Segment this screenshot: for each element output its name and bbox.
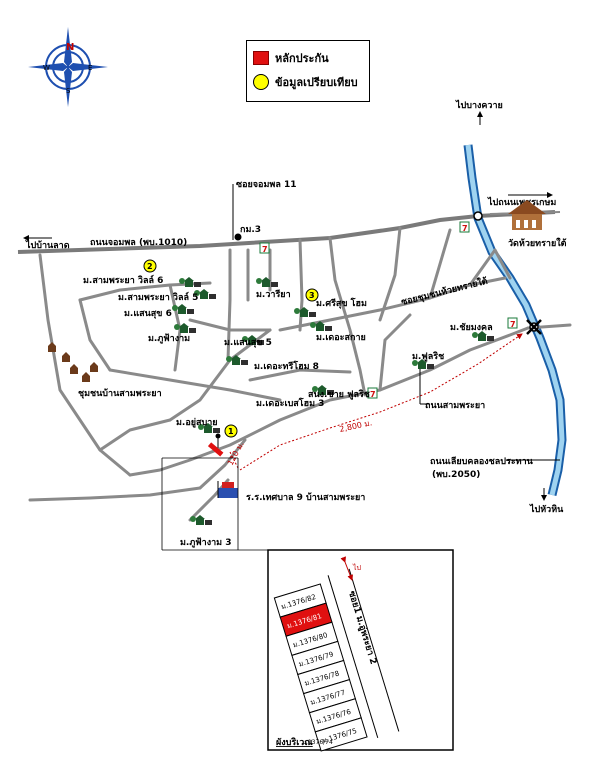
label-wariya: ม.วารียา — [256, 289, 291, 300]
label-saensuk5: ม.แสนสุข 5 — [224, 338, 272, 348]
collateral-swatch-icon — [253, 51, 269, 65]
legend-comparison: ข้อมูลเปรียบเทียบ — [253, 73, 358, 91]
label-canal-road-code: (พบ.2050) — [432, 470, 480, 480]
svg-text:7: 7 — [510, 320, 516, 329]
signal-cross-icon — [526, 319, 542, 335]
comparison-marker-3: 3 — [305, 288, 319, 302]
village-icon — [226, 355, 248, 365]
irrigation-canal — [463, 144, 567, 497]
comparison-swatch-icon — [253, 74, 269, 90]
label-community: ชุมชนบ้านสามพระยา — [78, 388, 162, 399]
inset-lot-label: ม.1376/74 — [302, 739, 333, 746]
label-to-ban-lat: ไปบ้านลาด — [25, 239, 70, 251]
inset-dir-label: ไป — [352, 563, 362, 572]
label-dsakhai: ม.เดอะสกาย — [316, 333, 366, 343]
compass-n: N — [66, 42, 74, 53]
label-dsabai-home3: ม.เดอะเบสโฮม 3 — [256, 397, 324, 409]
label-samphraya-villa6: ม.สามพระยา วิลล์ 6 — [83, 274, 163, 286]
label-phufa-ngam: ม.ภูฟ้างาม — [148, 333, 190, 344]
collateral-marker — [207, 442, 224, 457]
label-soi-jomphon-11: ซอยจอมพล 11 — [236, 180, 297, 190]
compass-e: E — [88, 64, 92, 72]
label-samphraya-road: ถนนสามพระยา — [425, 401, 485, 411]
compass-s: S — [66, 87, 71, 95]
seven-eleven-icon: 7 — [367, 387, 378, 399]
label-school: ร.ร.เทศบาล 9 บ้านสามพระยา — [246, 492, 365, 503]
seven-eleven-icon: 7 — [459, 221, 470, 233]
village-icon — [310, 321, 332, 331]
label-wat: วัดห้วยทรายใต้ — [508, 237, 567, 249]
legend-collateral-label: หลักประกัน — [275, 52, 329, 65]
svg-text:3: 3 — [309, 291, 315, 300]
village-icon — [294, 307, 316, 317]
label-canal-road: ถนนเลียบคลองชลประทาน — [430, 456, 534, 467]
label-u-sabai: ม.อยู่สบาย — [176, 417, 218, 428]
label-phufa-ngam3: ม.ภูฟ้างาม 3 — [180, 537, 232, 548]
comparison-marker-2: 2 — [143, 259, 157, 273]
compass-rose-icon: N S E W — [28, 27, 108, 107]
km-marker — [234, 233, 242, 241]
label-phulisich: ม.ฟูลริช — [412, 351, 444, 362]
village-icon — [256, 277, 278, 287]
label-km3: กม.3 — [240, 225, 261, 235]
inset-site-plan: ม.1376/82 ม.1376/81 ม.1376/80 ม.1376/79 … — [267, 549, 454, 752]
svg-text:7: 7 — [462, 224, 468, 233]
community-houses-icon — [48, 342, 98, 382]
label-distance-2800: 2,800 ม. — [339, 418, 373, 434]
legend: หลักประกัน ข้อมูลเปรียบเทียบ — [246, 40, 370, 102]
label-saensuk6: ม.แสนสุข 6 — [124, 309, 172, 319]
svg-text:1: 1 — [228, 427, 234, 436]
svg-text:2: 2 — [147, 262, 153, 271]
compass-w: W — [43, 64, 50, 72]
seven-eleven-icon: 7 — [507, 317, 518, 329]
seven-eleven-icon: 7 — [259, 242, 270, 254]
svg-text:7: 7 — [370, 390, 376, 399]
label-to-phetkasem: ไปถนนเพชรเกษม — [487, 196, 556, 208]
legend-collateral: หลักประกัน — [253, 49, 329, 67]
label-sirisuk-home: ม.ศรีสุข โฮม — [316, 297, 367, 309]
village-icon — [190, 515, 212, 525]
label-samphraya-villa5: ม.สามพระยา วิลล์ 5 — [118, 291, 198, 303]
village-icon — [174, 323, 196, 333]
label-jomphon-road: ถนนจอมพล (พบ.1010) — [90, 238, 187, 248]
label-to-hua-hin: ไปหัวหิน — [529, 503, 564, 515]
legend-comparison-label: ข้อมูลเปรียบเทียบ — [275, 76, 358, 89]
label-soi-chumchon: ซอยชุมชนห้วยทรายใต้ — [400, 275, 489, 308]
intersection-marker — [473, 211, 483, 221]
svg-text:7: 7 — [262, 245, 268, 254]
label-dsiri-home8: ม.เดอะทรีโฮม 8 — [254, 360, 319, 372]
school-icon — [217, 481, 238, 498]
comparison-marker-1: 1 — [224, 424, 238, 438]
label-chaimongkol: ม.ชัยมงคล — [450, 322, 493, 333]
temple-icon — [508, 200, 546, 230]
inset-title: ผังบริเวณ — [276, 737, 313, 748]
label-snj-full-rich: สนง.ขาย ฟูลริช — [308, 389, 370, 400]
label-to-bang-kwai: ไปบางควาย — [455, 99, 503, 111]
